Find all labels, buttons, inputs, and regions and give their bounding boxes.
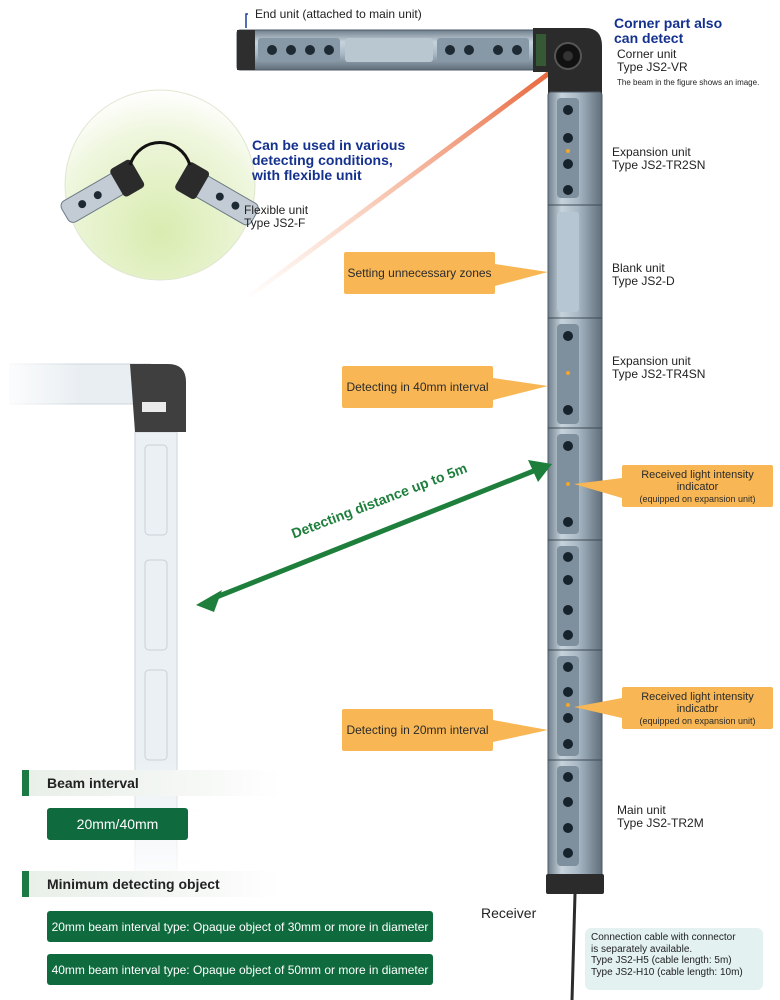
blank-unit-name: Blank unit [612,261,665,275]
corner-unit-name: Corner unit [617,47,677,61]
corner-heading-line-1: Corner part also [614,15,723,31]
beam-interval-heading: Beam interval [22,770,282,796]
callout-interval-20: Detecting in 20mm interval [342,709,493,751]
cable-note-line-3: Type JS2-H5 (cable length: 5m) [591,955,732,966]
callout-unnecessary-zones: Setting unnecessary zones [344,252,495,294]
minimum-object-20: 20mm beam interval type: Opaque object o… [47,911,433,942]
callout-indicator-2: Received light intensity indicatbr (equi… [622,687,773,729]
flexible-unit-label: Flexible unit Type JS2-F [244,204,308,230]
main-unit-type: Type JS2-TR2M [617,816,704,830]
callout-indicator-1-sub: (equipped on expansion unit) [639,494,756,504]
beam-interval-value: 20mm/40mm [47,808,188,840]
minimum-object-40: 40mm beam interval type: Opaque object o… [47,954,433,985]
flexible-heading-line-1: Can be used in various [252,137,406,153]
expansion-unit-2-label: Expansion unit Type JS2-TR4SN [612,355,705,381]
beam-note: The beam in the figure shows an image. [617,78,760,87]
minimum-object-heading: Minimum detecting object [22,871,282,897]
distance-arrow [196,460,552,612]
cable-note: Connection cable with connector is separ… [585,928,763,990]
expansion-unit-2-name: Expansion unit [612,354,691,368]
blank-unit-label: Blank unit Type JS2-D [612,262,675,288]
corner-heading-line-2: can detect [614,30,684,46]
main-unit-label: Main unit Type JS2-TR2M [617,804,704,830]
main-unit-name: Main unit [617,803,666,817]
flexible-heading: Can be used in various detecting conditi… [252,138,405,183]
callout-indicator-2-title: Received light intensity indicatbr [641,691,754,715]
callout-interval-40: Detecting in 40mm interval [342,366,493,408]
expansion-unit-1-name: Expansion unit [612,145,691,159]
flexible-unit-name: Flexible unit [244,203,309,217]
top-sensor-bar [236,29,544,71]
cable-note-line-1: Connection cable with connector [591,932,736,943]
end-unit-label: End unit (attached to main unit) [255,7,422,21]
flexible-heading-line-3: with flexible unit [252,167,362,183]
vertical-sensor-bar [546,91,604,1000]
beam-ray [246,56,571,300]
receiver-label: Receiver [481,905,537,921]
end-unit-leader [245,13,248,28]
cable-note-line-4: Type JS2-H10 (cable length: 10m) [591,966,743,978]
corner-unit [533,28,602,94]
expansion-unit-1-label: Expansion unit Type JS2-TR2SN [612,146,705,172]
cable-note-line-2: is separately available. [591,943,693,955]
flexible-heading-line-2: detecting conditions, [252,152,393,168]
callout-indicator-1: Received light intensity indicator (equi… [622,465,773,507]
corner-unit-type: Type JS2-VR [617,60,688,74]
callout-indicator-2-sub: (equipped on expansion unit) [639,716,756,726]
callout-pointers [493,264,622,742]
expansion-unit-2-type: Type JS2-TR4SN [612,367,706,381]
corner-unit-label: Corner unit Type JS2-VR [617,48,688,74]
flexible-unit-type: Type JS2-F [244,216,306,230]
corner-heading: Corner part also can detect [614,16,722,46]
expansion-unit-1-type: Type JS2-TR2SN [612,158,706,172]
flexible-unit-illustration [60,89,259,281]
blank-unit-type: Type JS2-D [612,274,675,288]
callout-indicator-1-title: Received light intensity indicator [641,469,754,493]
